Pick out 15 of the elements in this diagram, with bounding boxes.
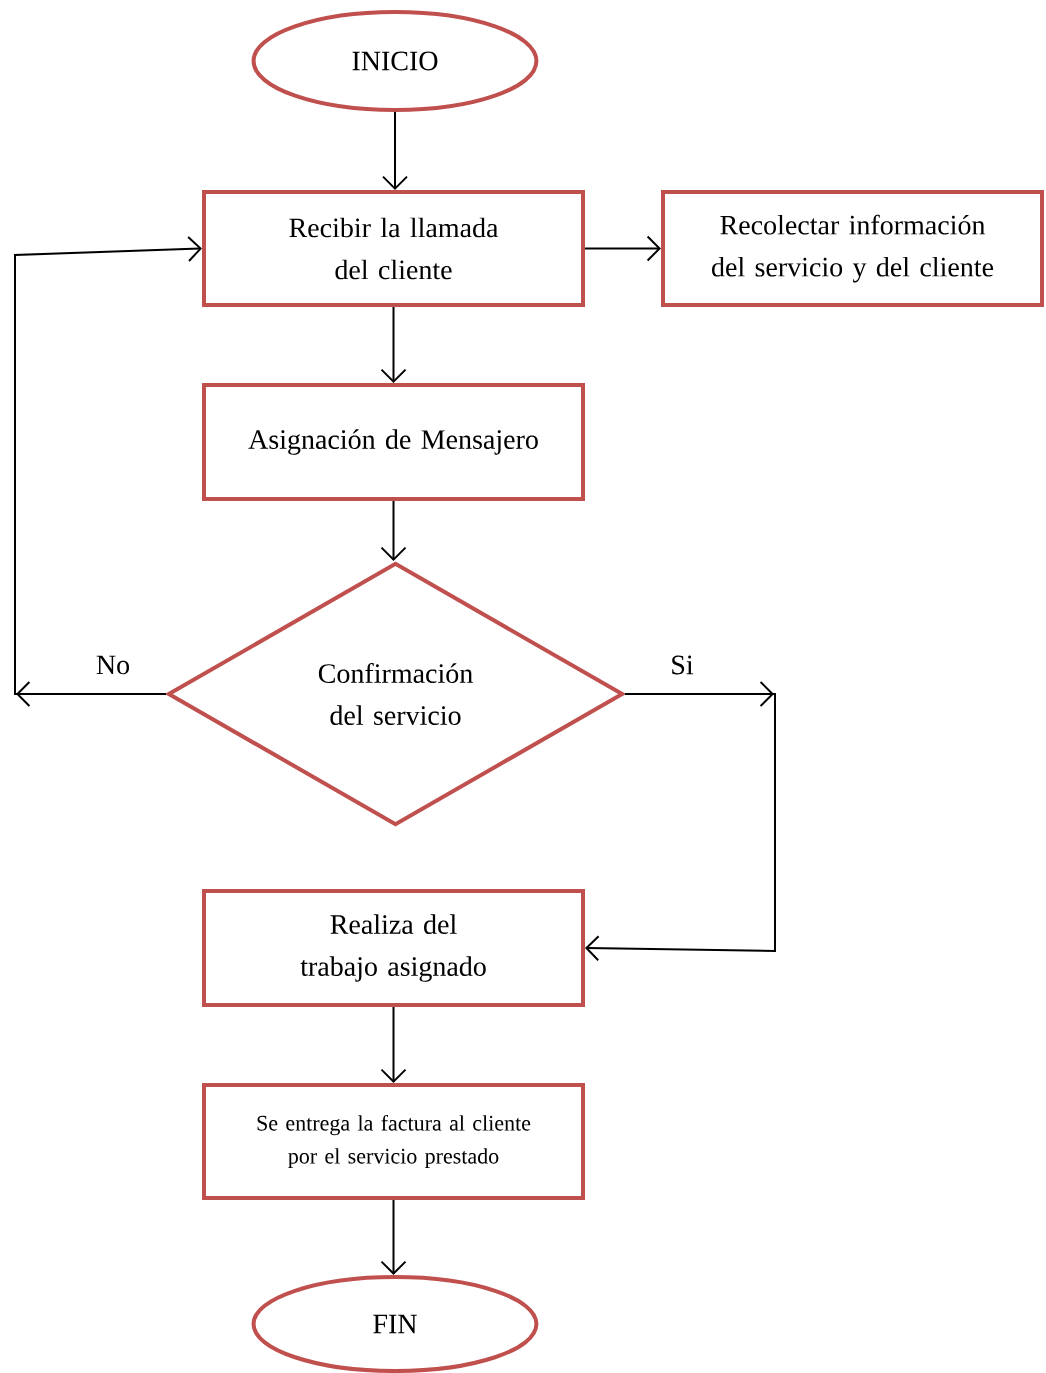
arrow	[14, 236, 202, 707]
arrow	[380, 1199, 407, 1275]
arrow	[584, 235, 661, 262]
arrow	[380, 306, 407, 383]
process-box: Se entrega la factura al cliente por el servicio prestado	[202, 1083, 585, 1200]
process-box: Realiza del trabajo asignado	[202, 889, 585, 1007]
arrow	[380, 500, 407, 561]
arrow	[382, 111, 408, 190]
edge-label: No	[93, 653, 133, 677]
arrow	[585, 681, 776, 962]
process-box: Asignación de Mensajero	[202, 383, 585, 501]
edge-label: Si	[668, 653, 696, 677]
arrow	[380, 1006, 407, 1083]
process-box: Recolectar información del servicio y del cliente	[661, 190, 1044, 307]
process-box: Recibir la llamada del cliente	[202, 190, 585, 307]
